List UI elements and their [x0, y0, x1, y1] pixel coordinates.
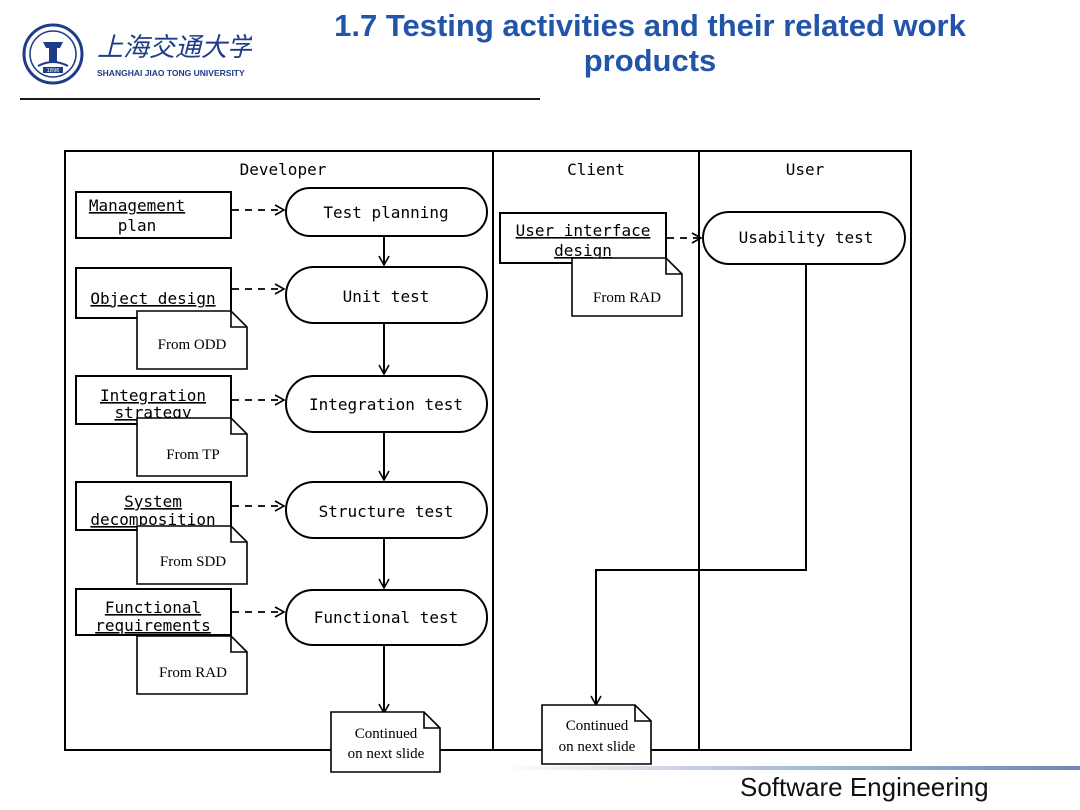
continuation-note-developer: Continued on next slide: [330, 711, 441, 773]
activity-functional-test: Functional test: [285, 589, 488, 646]
lane-header-user: User: [786, 160, 825, 179]
source-note-label: From ODD: [158, 337, 227, 353]
activity-label: Unit test: [343, 287, 430, 306]
work-product-management-plan: Management plan: [75, 191, 232, 239]
work-product-label: System: [124, 492, 182, 511]
work-product-label: Object design: [90, 289, 215, 308]
source-note-label: From RAD: [159, 665, 227, 681]
continuation-label: on next slide: [559, 739, 636, 755]
source-note-odd: From ODD: [136, 310, 248, 370]
source-note-tp: From TP: [136, 417, 248, 477]
source-note-sdd: From SDD: [136, 525, 248, 585]
footer-course-name: Software Engineering: [740, 772, 989, 802]
work-product-label: plan: [118, 216, 157, 235]
seal-year: 1896: [47, 68, 60, 74]
lane-header-client: Client: [567, 160, 625, 179]
slide-title: 1.7 Testing activities and their related…: [250, 8, 1050, 78]
university-seal-icon: 1896: [22, 23, 84, 85]
slide-title-line-2: products: [583, 43, 717, 78]
dependency-arrows: [232, 204, 703, 618]
university-english-name: SHANGHAI JIAO TONG UNIVERSITY: [97, 68, 245, 78]
work-product-label: Management: [89, 196, 185, 215]
work-product-label: requirements: [95, 616, 211, 635]
source-note-rad-developer: From RAD: [136, 635, 248, 695]
source-note-label: From TP: [166, 447, 220, 463]
work-product-system-decomposition: System decomposition: [75, 481, 232, 531]
source-note-label: From RAD: [593, 290, 661, 306]
university-chinese-name: 上海交通大学: [97, 33, 252, 63]
footer-rule: [500, 766, 1080, 770]
control-flow-arrows: [378, 236, 807, 715]
work-product-label: Integration: [100, 386, 206, 405]
continuation-label: Continued: [566, 718, 629, 734]
title-underline: [20, 98, 540, 100]
activity-usability-test: Usability test: [702, 211, 906, 265]
slide-title-line-1: 1.7 Testing activities and their related…: [334, 8, 966, 43]
lane-header-developer: Developer: [240, 160, 327, 179]
continuation-label: on next slide: [348, 746, 425, 762]
work-product-integration-strategy: Integration strategy: [75, 375, 232, 425]
continuation-note-client: Continued on next slide: [541, 704, 652, 765]
work-product-label: decomposition: [90, 510, 215, 529]
work-product-label: design: [554, 241, 612, 260]
continuation-label: Continued: [355, 726, 418, 742]
activity-label: Functional test: [314, 608, 459, 627]
activity-integration-test: Integration test: [285, 375, 488, 433]
source-note-rad-client: From RAD: [571, 257, 683, 317]
activity-label: Test planning: [323, 203, 448, 222]
activity-label: Usability test: [739, 228, 874, 247]
work-product-object-design: Object design: [75, 267, 232, 319]
activity-test-planning: Test planning: [285, 187, 488, 237]
work-product-functional-requirements: Functional requirements: [75, 588, 232, 636]
work-product-user-interface-design: User interface design: [499, 212, 667, 264]
source-note-label: From SDD: [160, 554, 226, 570]
activity-label: Integration test: [309, 395, 463, 414]
work-product-label: Functional: [105, 598, 201, 617]
activity-structure-test: Structure test: [285, 481, 488, 539]
activity-label: Structure test: [319, 502, 454, 521]
activity-unit-test: Unit test: [285, 266, 488, 324]
swimlane-frame: [64, 150, 912, 751]
work-product-label: User interface: [516, 221, 651, 240]
university-logo: 1896 上海交通大学 SHANGHAI JIAO TONG UNIVERSIT…: [22, 22, 256, 86]
